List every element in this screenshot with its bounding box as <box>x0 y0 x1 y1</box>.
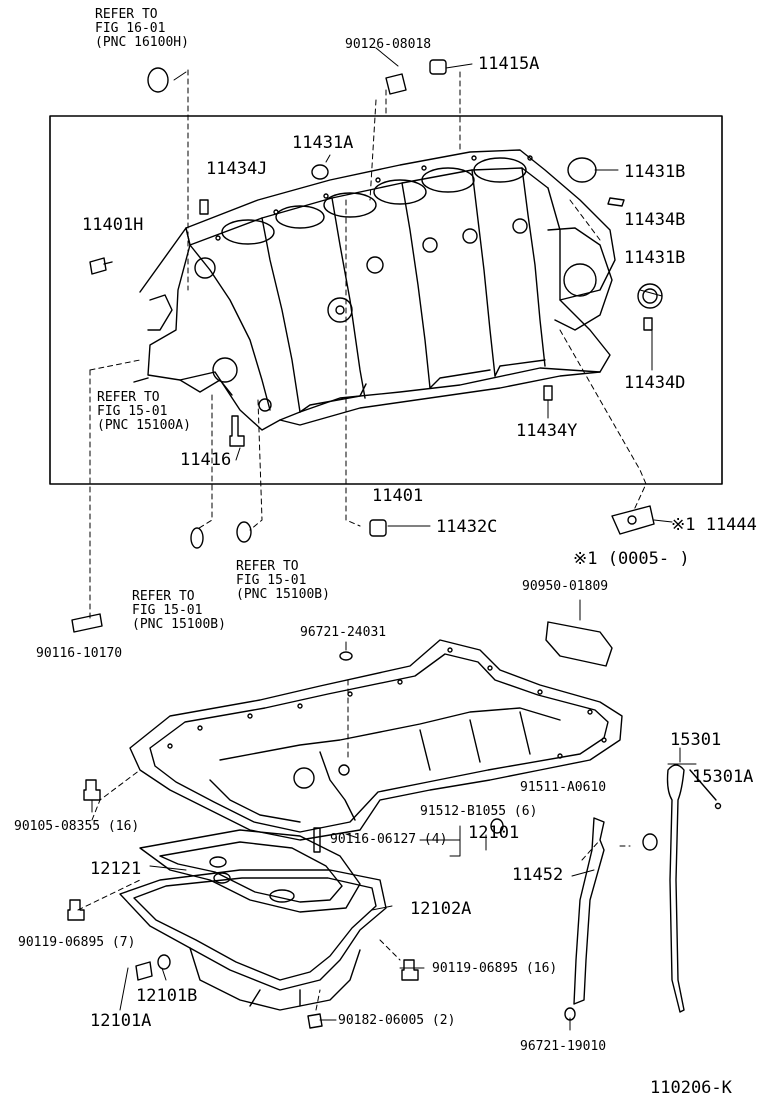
refer-line: REFER TO <box>97 390 160 405</box>
refer-line: (PNC 15100A) <box>97 418 191 433</box>
refer-note-fig16: REFER TO FIG 16-01 (PNC 16100H) <box>95 8 189 50</box>
pin-11434b <box>607 197 625 207</box>
part-label-96721-19010: 96721-19010 <box>520 1039 607 1054</box>
part-label-11434y: 11434Y <box>516 421 578 441</box>
cap-11431b-top <box>567 157 597 183</box>
part-label-90126-08018: 90126-08018 <box>345 37 432 52</box>
stud-90116-06127 <box>313 827 321 853</box>
part-label-11416: 11416 <box>180 450 232 470</box>
part-label-12101b: 12101B <box>136 986 198 1006</box>
refer-note-fig15b-right: REFER TO FIG 15-01 (PNC 15100B) <box>236 560 330 602</box>
refer-line: FIG 15-01 <box>236 573 307 588</box>
refer-line: REFER TO <box>236 559 299 574</box>
part-label-12121: 12121 <box>90 859 142 879</box>
part-label-90119-06895-left: 90119-06895 (7) <box>18 935 136 950</box>
refer-note-fig15a: REFER TO FIG 15-01 (PNC 15100A) <box>97 391 191 433</box>
plug-11431a <box>311 164 329 180</box>
o-ring-left <box>190 527 204 549</box>
o-ring-96721-19010 <box>564 1007 576 1021</box>
bolt-11401h <box>89 257 113 275</box>
cylinder-block-drawing <box>139 149 616 431</box>
refer-line: FIG 15-01 <box>132 603 203 618</box>
part-label-90105-08355: 90105-08355 (16) <box>14 819 140 834</box>
pin-11434y <box>543 385 553 401</box>
plug-11415a <box>429 59 447 75</box>
part-label-12102a: 12102A <box>410 899 472 919</box>
pin-small <box>133 377 149 383</box>
part-label-90116-06127: 90116-06127 (4) <box>330 832 448 847</box>
bolt-90119-left <box>67 899 85 921</box>
o-ring-right <box>236 521 252 543</box>
refer-line: REFER TO <box>132 589 195 604</box>
bolt-90119-right <box>401 959 419 981</box>
part-label-90950-01809: 90950-01809 <box>522 579 609 594</box>
part-label-15301: 15301 <box>670 730 722 750</box>
part-label-15301a: 15301A <box>692 767 754 787</box>
washer-91511 <box>642 833 658 851</box>
plug-11432c <box>369 519 387 537</box>
refer-line: (PNC 16100H) <box>95 35 189 50</box>
dipstick-15301 <box>666 764 685 1013</box>
part-label-11431a: 11431A <box>292 133 354 153</box>
refer-line: FIG 15-01 <box>97 404 168 419</box>
figure-code: 110206-K <box>650 1078 732 1098</box>
cylinder-block-group-frame <box>49 115 723 485</box>
pin-11434j <box>199 199 209 215</box>
leader-lines <box>91 47 697 1031</box>
note-applicable-range: ※1 (0005- ) <box>573 549 690 569</box>
refer-line: (PNC 15100B) <box>236 587 330 602</box>
gasket-96721-24031 <box>339 651 353 661</box>
part-label-11434j: 11434J <box>206 159 268 179</box>
bolt-90105 <box>83 779 101 801</box>
part-label-91511-a0610: 91511-A0610 <box>520 780 607 795</box>
part-label-11415a: 11415A <box>478 54 540 74</box>
part-label-11434d: 11434D <box>624 373 686 393</box>
part-label-90116-10170: 90116-10170 <box>36 646 123 661</box>
oil-pan-upper-drawing <box>129 639 623 841</box>
part-label-11401h: 11401H <box>82 215 144 235</box>
part-label-11401: 11401 <box>372 486 424 506</box>
part-label-11431b-top: 11431B <box>624 162 686 182</box>
stud-90116-10170 <box>71 613 103 633</box>
cap-11431b-mid <box>637 283 663 309</box>
part-label-96721-24031: 96721-24031 <box>300 625 387 640</box>
part-label-91512-b1055: 91512-B1055 (6) <box>420 804 538 819</box>
dipstick-guide-11452 <box>573 817 605 1005</box>
refer-line: REFER TO <box>95 7 158 22</box>
part-label-11444: ※1 11444 <box>671 515 757 535</box>
part-label-12101: 12101 <box>468 823 520 843</box>
refer-note-fig15b-left: REFER TO FIG 15-01 (PNC 15100B) <box>132 590 226 632</box>
seal-16100h <box>147 67 169 93</box>
plug-90182 <box>307 1013 323 1029</box>
bolt-11416 <box>229 415 245 447</box>
gasket-12101b <box>157 954 171 970</box>
bracket-11444 <box>611 505 655 535</box>
part-label-90182-06005: 90182-06005 (2) <box>338 1013 456 1028</box>
plug-90950 <box>545 621 613 667</box>
refer-line: (PNC 15100B) <box>132 617 226 632</box>
part-label-90119-06895-right: 90119-06895 (16) <box>432 961 558 976</box>
o-ring-15301a <box>714 802 722 810</box>
part-label-11431b-mid: 11431B <box>624 248 686 268</box>
refer-line: FIG 16-01 <box>95 21 166 36</box>
part-label-11432c: 11432C <box>436 517 498 537</box>
stud-90126 <box>385 73 407 95</box>
washer-91512 <box>490 818 504 834</box>
pin-11434d <box>643 317 653 331</box>
drain-plug-12101a <box>135 961 153 981</box>
part-label-11452: 11452 <box>512 865 564 885</box>
oil-pan-lower-drawing <box>119 829 387 1011</box>
part-label-11434b: 11434B <box>624 210 686 230</box>
part-label-12101a: 12101A <box>90 1011 152 1031</box>
